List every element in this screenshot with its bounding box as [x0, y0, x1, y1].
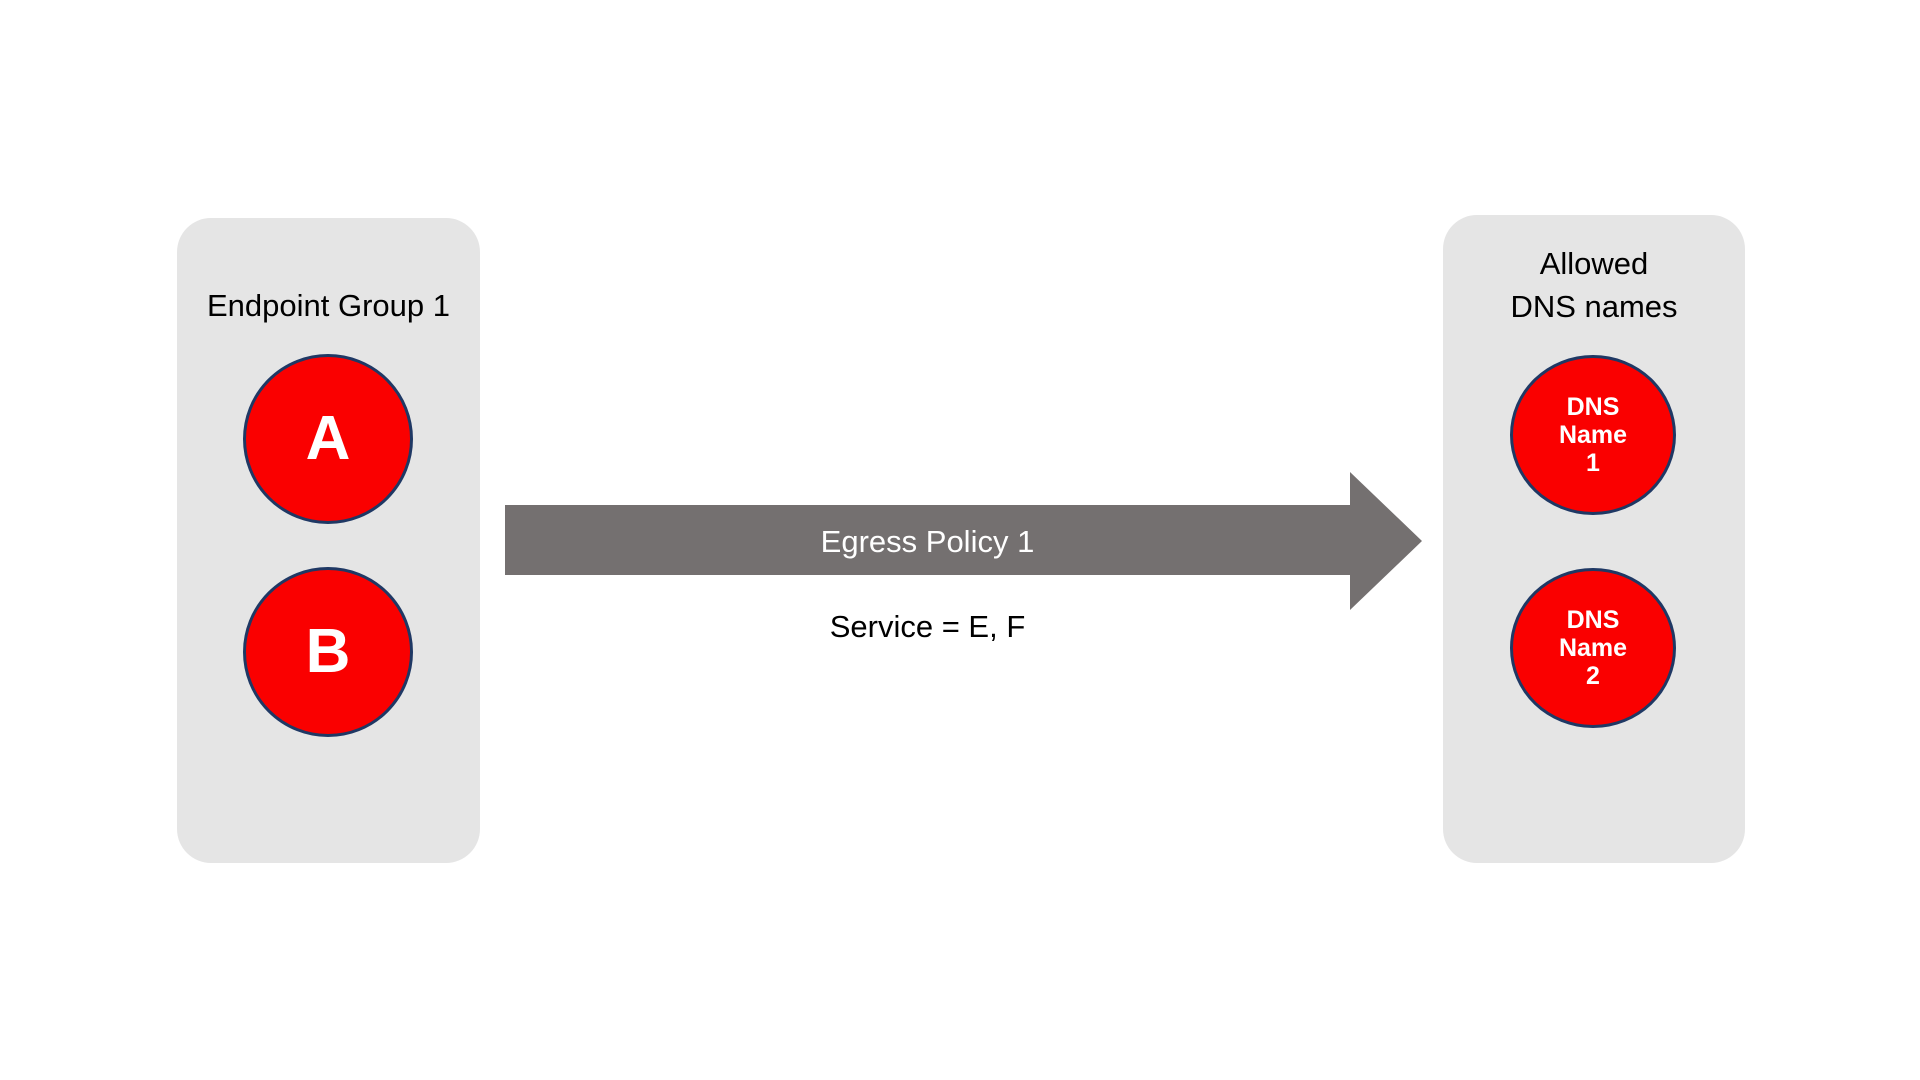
- endpoint-node-a[interactable]: A: [243, 354, 413, 524]
- dns-node-1-label: DNS Name 1: [1558, 393, 1628, 477]
- dns-node-2-label: DNS Name 2: [1558, 606, 1628, 690]
- endpoint-group-title: Endpoint Group 1: [206, 288, 450, 323]
- endpoint-group-panel[interactable]: Endpoint Group 1 A B: [177, 218, 480, 863]
- arrow-right-icon: [505, 472, 1422, 610]
- dns-node-2[interactable]: DNS Name 2: [1510, 568, 1676, 728]
- dns-node-1[interactable]: DNS Name 1: [1510, 355, 1676, 515]
- endpoint-node-a-label: A: [305, 404, 351, 473]
- allowed-dns-panel[interactable]: Allowed DNS names DNS Name 1 DNS Name 2: [1443, 215, 1745, 863]
- allowed-dns-title: Allowed DNS names: [1510, 246, 1678, 324]
- endpoint-node-b[interactable]: B: [243, 567, 413, 737]
- egress-policy-arrow[interactable]: [505, 470, 1422, 612]
- endpoint-node-b-label: B: [305, 617, 351, 686]
- egress-service-label: Service = E, F: [829, 609, 1026, 644]
